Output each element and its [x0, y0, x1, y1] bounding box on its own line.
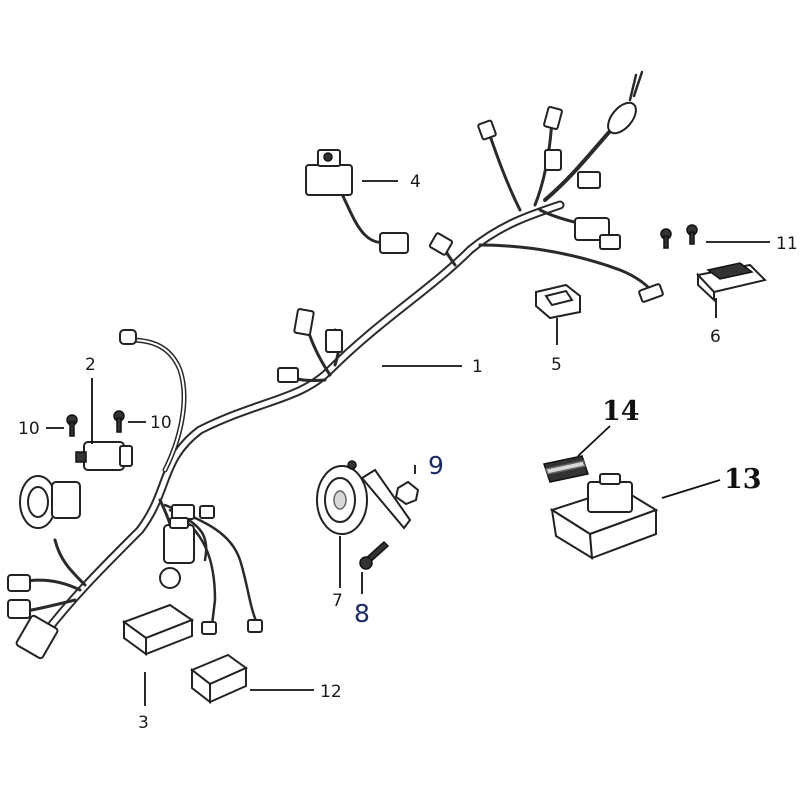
- relay-13: [549, 473, 659, 560]
- horn-nut: [394, 480, 420, 506]
- callout-numbers: 1 2 3 4 5 6 7 8 9 10 10 11 12 13 14: [18, 172, 798, 733]
- horn-bolt: [359, 540, 390, 570]
- relay-small: [159, 517, 195, 589]
- switch-component: [535, 283, 581, 320]
- leader-lines: [46, 180, 770, 706]
- callout-3: 3: [138, 713, 149, 733]
- callout-11: 11: [776, 234, 798, 254]
- callout-10-left: 10: [18, 419, 40, 439]
- callout-7: 7: [332, 591, 343, 611]
- callout-13: 13: [724, 464, 762, 495]
- ignition-coil: [75, 441, 133, 471]
- callout-10-right: 10: [150, 413, 172, 433]
- horn: [316, 460, 412, 535]
- bolts-11: [660, 224, 698, 249]
- cdi-unit: [121, 603, 195, 656]
- screws-10: [66, 410, 125, 437]
- callout-14: 14: [602, 396, 640, 427]
- callout-1: 1: [472, 357, 483, 377]
- regulator-rectifier: [696, 262, 767, 303]
- callout-6: 6: [710, 327, 721, 347]
- fuse-holder: [190, 653, 248, 705]
- callout-2: 2: [85, 355, 96, 375]
- callout-8: 8: [354, 599, 370, 628]
- harness-connectors: [7, 70, 664, 660]
- callout-5: 5: [551, 355, 562, 375]
- fuse-14: [543, 455, 589, 483]
- flasher-socket: [19, 475, 81, 529]
- starter-relay: [305, 149, 409, 254]
- callout-12: 12: [320, 682, 342, 702]
- callout-9: 9: [428, 451, 444, 480]
- callout-4: 4: [410, 172, 421, 192]
- main-wiring-harness: [18, 113, 657, 645]
